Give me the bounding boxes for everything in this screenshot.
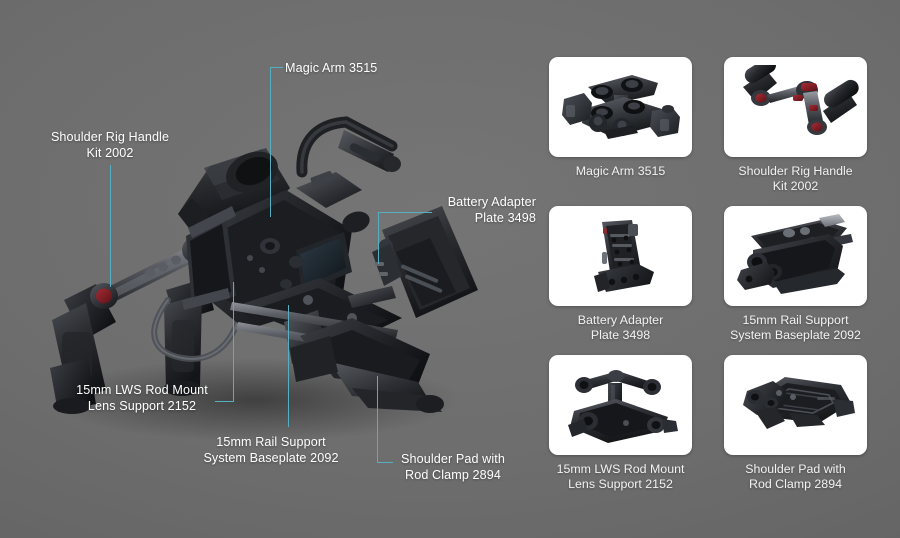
product-caption: Shoulder Pad with Rod Clamp 2894 xyxy=(745,462,846,491)
leader-lws-h xyxy=(215,401,234,403)
product-card-lws-rod-mount[interactable]: 15mm LWS Rod Mount Lens Support 2152 xyxy=(549,355,692,492)
leader-shoulder-handle xyxy=(110,165,112,287)
product-card-shoulder-pad[interactable]: Shoulder Pad with Rod Clamp 2894 xyxy=(724,355,867,492)
product-caption: Magic Arm 3515 xyxy=(575,164,666,178)
lws-rod-mount-product-image xyxy=(567,370,678,443)
product-caption: 15mm Rail Support System Baseplate 2092 xyxy=(730,313,861,342)
product-card-magic-arm[interactable]: Magic Arm 3515 xyxy=(549,57,692,194)
callout-lws-rod-mount: 15mm LWS Rod Mount Lens Support 2152 xyxy=(76,383,208,413)
lws-rod-mount-thumbnail[interactable] xyxy=(549,355,692,455)
shoulder-handle-thumbnail[interactable] xyxy=(724,57,867,157)
leader-rail-baseplate xyxy=(288,305,290,427)
callout-magic-arm: Magic Arm 3515 xyxy=(285,61,378,75)
rail-baseplate-product-image xyxy=(736,214,853,294)
leader-battery-h xyxy=(378,212,432,214)
rod-arm-left xyxy=(90,237,210,309)
shoulder-pad xyxy=(290,318,444,413)
hero-rig-illustration xyxy=(50,116,478,442)
rig-render xyxy=(50,116,478,442)
callout-shoulder-rig-handle: Shoulder Rig Handle Kit 2002 xyxy=(50,130,170,160)
product-caption: Battery Adapter Plate 3498 xyxy=(577,313,664,342)
product-card-rail-baseplate[interactable]: 15mm Rail Support System Baseplate 2092 xyxy=(724,206,867,343)
callout-rail-baseplate: 15mm Rail Support System Baseplate 2092 xyxy=(203,435,339,465)
battery-plate-product-image xyxy=(593,220,654,292)
magic-arm-product-image xyxy=(561,75,680,139)
leader-shoulder-pad-h xyxy=(377,462,393,464)
product-card-battery-plate[interactable]: Battery Adapter Plate 3498 xyxy=(549,206,692,343)
shoulder-handle-product-image xyxy=(742,65,859,135)
product-caption: Shoulder Rig Handle Kit 2002 xyxy=(738,164,853,193)
battery-plate-thumbnail[interactable] xyxy=(549,206,692,306)
product-card-shoulder-handle[interactable]: Shoulder Rig Handle Kit 2002 xyxy=(724,57,867,194)
shoulder-pad-thumbnail[interactable] xyxy=(724,355,867,455)
product-card-grid: Magic Arm 3515 xyxy=(549,57,867,492)
magic-arm-thumbnail[interactable] xyxy=(549,57,692,157)
leader-battery-v xyxy=(378,212,380,264)
leader-magic-arm-h xyxy=(270,67,283,69)
battery-adapter-plate xyxy=(372,206,478,318)
shoulder-pad-product-image xyxy=(742,377,855,429)
leader-magic-arm-v xyxy=(270,67,272,217)
top-handle xyxy=(296,116,401,178)
callout-battery-adapter: Battery Adapter Plate 3498 xyxy=(447,195,536,225)
leader-shoulder-pad-v xyxy=(377,376,379,463)
product-caption: 15mm LWS Rod Mount Lens Support 2152 xyxy=(556,462,685,491)
callout-shoulder-pad: Shoulder Pad with Rod Clamp 2894 xyxy=(401,452,505,482)
leader-lws-v xyxy=(233,282,235,402)
rail-baseplate-thumbnail[interactable] xyxy=(724,206,867,306)
